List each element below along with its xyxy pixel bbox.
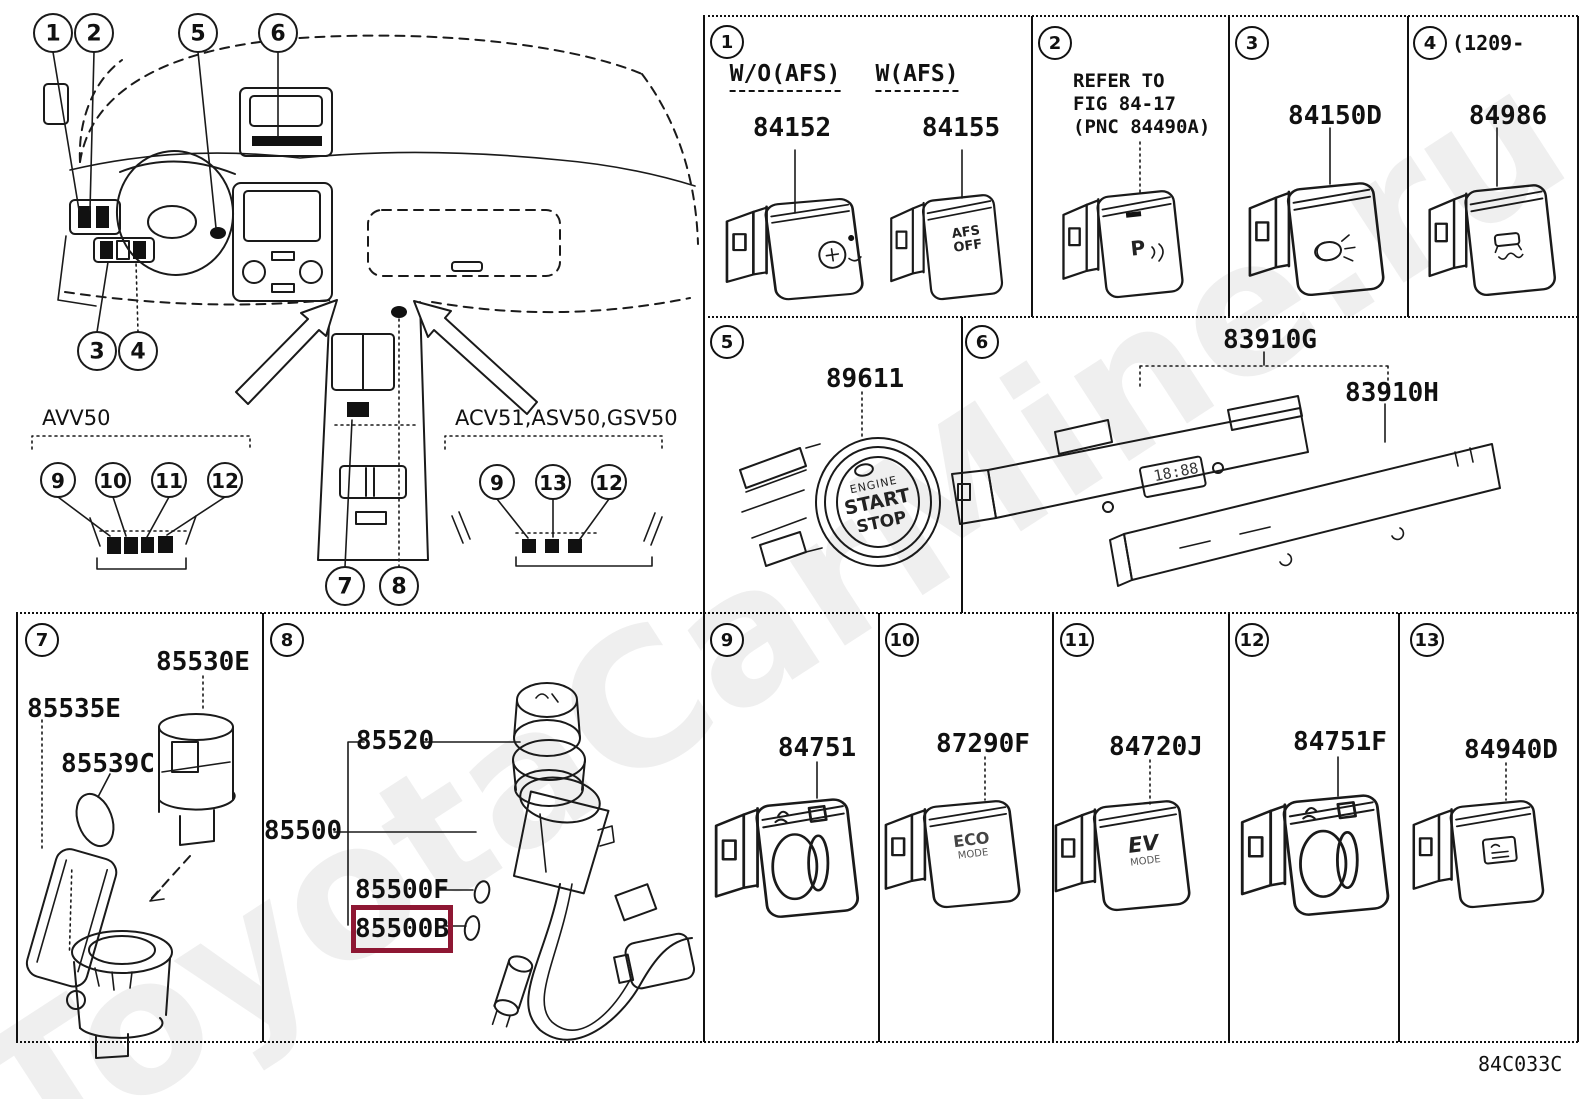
part-number-85500: 85500 xyxy=(263,816,343,846)
part-number-84155: 84155 xyxy=(921,113,1001,143)
grid-line xyxy=(703,316,1578,318)
grid-line xyxy=(703,15,1578,17)
part-number-84751: 84751 xyxy=(777,733,857,763)
cell-badge-3: 3 xyxy=(1235,26,1269,60)
note-refer-to: REFER TO xyxy=(1073,70,1165,92)
cell-badge-1: 1 xyxy=(710,25,744,59)
cell4-art xyxy=(1428,127,1558,298)
part-number-85520: 85520 xyxy=(355,726,435,756)
cell10-art xyxy=(884,756,1022,910)
cell9-art xyxy=(716,761,859,918)
svg-text:12: 12 xyxy=(595,471,623,495)
svg-text:4: 4 xyxy=(130,340,145,365)
diagram-code: 84C033C xyxy=(1478,1052,1563,1076)
dashboard-overview-art: 1 2 5 6 3 4 7 8 9 10 11 12 xyxy=(31,13,699,606)
cell3-art xyxy=(1248,127,1386,298)
part-number-84720j: 84720J xyxy=(1109,732,1203,762)
group-label-avv50: AVV50 xyxy=(42,406,111,430)
group-label-acv51: ACV51,ASV50,GSV50 xyxy=(455,406,678,430)
group-acv51-art: 9 13 12 xyxy=(444,435,663,567)
grid-line xyxy=(16,612,1578,614)
svg-text:13: 13 xyxy=(539,471,567,495)
part-number-85500f: 85500F xyxy=(355,875,449,905)
part-number-85530e: 85530E xyxy=(156,647,250,677)
svg-text:1: 1 xyxy=(45,22,60,47)
cell-badge-2: 2 xyxy=(1038,26,1072,60)
variant-label-wo-afs: W/O(AFS) xyxy=(729,62,841,93)
svg-text:10: 10 xyxy=(99,469,127,493)
range-label-1209: (1209- ) xyxy=(1452,31,1525,55)
grid-line xyxy=(878,613,880,1042)
part-number-84152: 84152 xyxy=(752,113,832,143)
cell-badge-6: 6 xyxy=(965,325,999,359)
grid-line xyxy=(703,16,705,1042)
grid-line xyxy=(262,613,264,1042)
svg-text:9: 9 xyxy=(490,471,504,495)
note-fig: FIG 84-17 xyxy=(1073,93,1176,115)
part-number-85500b: 85500B xyxy=(355,914,449,944)
part-number-83910h: 83910H xyxy=(1345,378,1439,408)
svg-text:12: 12 xyxy=(211,469,239,493)
cell-badge-11: 11 xyxy=(1060,623,1094,657)
cell7-art xyxy=(25,675,236,1059)
cell-badge-8: 8 xyxy=(270,623,304,657)
cell-badge-13: 13 xyxy=(1410,623,1444,657)
group-avv50-art: 9 10 11 12 xyxy=(31,435,251,570)
part-number-84986: 84986 xyxy=(1468,101,1548,131)
grid-line xyxy=(1228,613,1230,1042)
svg-text:6: 6 xyxy=(270,22,285,47)
part-number-84940d: 84940D xyxy=(1464,735,1558,765)
cell1-art xyxy=(725,149,1005,302)
svg-text:9: 9 xyxy=(51,469,65,493)
svg-text:3: 3 xyxy=(89,340,104,365)
part-number-87290f: 87290F xyxy=(936,729,1030,759)
overview-callouts: 1 2 5 6 3 4 7 8 xyxy=(33,13,419,606)
cell12-art xyxy=(1242,756,1389,916)
svg-text:11: 11 xyxy=(155,469,183,493)
part-number-89611: 89611 xyxy=(825,364,905,394)
grid-line xyxy=(16,613,18,1042)
svg-text:8: 8 xyxy=(391,575,406,600)
part-number-85535e: 85535E xyxy=(27,694,121,724)
parking-sonar-icon: P xyxy=(1129,235,1147,261)
cell-badge-7: 7 xyxy=(25,623,59,657)
svg-text:7: 7 xyxy=(337,575,352,600)
variant-label-w-afs: W(AFS) xyxy=(875,62,959,93)
cell-badge-10: 10 xyxy=(885,623,919,657)
grid-line xyxy=(961,317,963,613)
cell-badge-4: 4 xyxy=(1413,26,1447,60)
grid-line xyxy=(1577,16,1579,1042)
grid-line xyxy=(1228,16,1230,317)
svg-text:5: 5 xyxy=(190,22,205,47)
grid-line xyxy=(1031,16,1033,317)
part-number-84150d: 84150D xyxy=(1288,101,1382,131)
cell-badge-5: 5 xyxy=(710,325,744,359)
cell11-art xyxy=(1054,759,1192,913)
cell13-art xyxy=(1412,762,1546,910)
cell6-art xyxy=(951,351,1501,587)
note-pnc: (PNC 84490A) xyxy=(1073,116,1211,138)
svg-text:2: 2 xyxy=(86,22,101,47)
cell-badge-12: 12 xyxy=(1235,623,1269,657)
part-number-83910g: 83910G xyxy=(1223,325,1317,355)
cell-badge-9: 9 xyxy=(710,623,744,657)
grid-line xyxy=(1398,613,1400,1042)
cell8-art xyxy=(333,682,696,1041)
grid-line xyxy=(1052,613,1054,1042)
cell5-art xyxy=(739,391,941,567)
part-number-84751f: 84751F xyxy=(1293,727,1387,757)
part-number-85539c: 85539C xyxy=(61,749,155,779)
grid-line xyxy=(16,1041,1578,1043)
grid-line xyxy=(1407,16,1409,317)
highlight-box-85500b: 85500B xyxy=(351,905,453,953)
cell2-art xyxy=(1062,141,1185,300)
